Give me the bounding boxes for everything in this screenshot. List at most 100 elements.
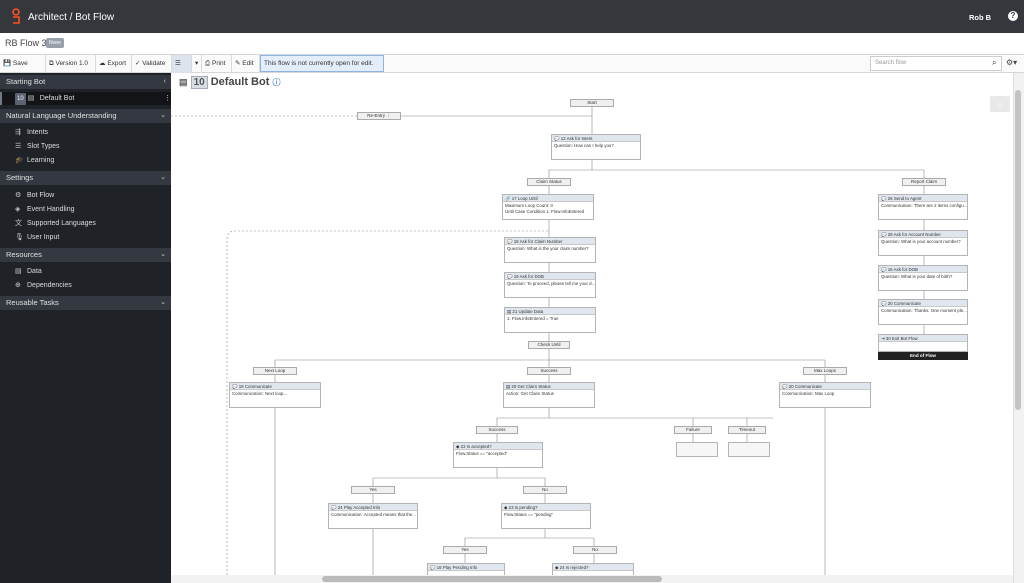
tag-icon: ◈ xyxy=(15,206,21,213)
more-vertical-icon[interactable]: ⋮ xyxy=(164,95,171,102)
edit-button[interactable]: ✎ Edit xyxy=(232,55,260,73)
info-icon: ⓘ xyxy=(272,78,281,87)
sidebar-item-event-handling[interactable]: ◈Event Handling xyxy=(15,204,74,216)
next-loop-path[interactable]: Next Loop xyxy=(253,367,297,375)
chat-icon: 💬 xyxy=(881,267,887,272)
failure-branch[interactable]: Failure xyxy=(674,426,712,434)
flow-badge: None xyxy=(46,38,64,48)
chevron-left-icon: ‹ xyxy=(163,78,166,85)
search-icon[interactable]: ⌕ xyxy=(992,58,997,67)
timeout-branch[interactable]: Timeout xyxy=(728,426,766,434)
is-pending-node[interactable]: ◆ 23 Is pending?Flow.Status == "pending" xyxy=(501,503,591,529)
view-dropdown[interactable]: ▾ xyxy=(192,55,202,73)
yes-branch-accepted[interactable]: Yes xyxy=(351,486,395,494)
no-branch-pending[interactable]: No xyxy=(573,546,617,554)
sidebar-item-default-bot[interactable] xyxy=(0,92,171,105)
chevron-down-icon: ⌄ xyxy=(160,299,166,306)
zoom-search-icon[interactable]: ⌕ xyxy=(990,96,1010,112)
chat-icon: 💬 xyxy=(881,232,887,237)
question-circle-icon[interactable]: ? xyxy=(1008,11,1018,21)
language-icon: 文 xyxy=(15,220,22,227)
breadcrumb[interactable]: Architect / Bot Flow xyxy=(28,12,115,23)
search-flow-input[interactable]: Search flow xyxy=(870,56,1002,71)
graduation-cap-icon: 🎓 xyxy=(15,157,24,164)
sidebar-header-settings[interactable]: Settings⌄ xyxy=(0,171,171,185)
microphone-icon: 🎙 xyxy=(15,234,24,241)
success-branch[interactable]: Success xyxy=(476,426,518,434)
is-rejected-node[interactable]: ◆ 24 Is rejected? xyxy=(552,563,634,575)
flow-name: RB Flow 3 xyxy=(5,38,47,48)
flow-connectors xyxy=(171,107,925,575)
chevron-down-icon: ▾ xyxy=(195,60,199,67)
decision-icon: ◆ xyxy=(456,444,460,449)
yes-branch-pending[interactable]: Yes xyxy=(443,546,487,554)
chat-icon: 💬 xyxy=(232,384,238,389)
sidebar-item-data[interactable]: ▤Data xyxy=(15,266,42,278)
gear-icon[interactable]: ⚙▾ xyxy=(1006,58,1018,67)
success-path[interactable]: Success xyxy=(527,367,571,375)
version-button[interactable]: ⧉ Version 1.0 xyxy=(46,55,96,73)
save-as-button[interactable]: 💾 Save As... xyxy=(0,55,46,85)
play-pending-info-node[interactable]: 💬 16 Play Pending Info xyxy=(427,563,505,575)
user-menu[interactable]: Rob B xyxy=(969,13,992,22)
database-icon: ▤ xyxy=(15,268,22,275)
max-loops-path[interactable]: Max Loops xyxy=(803,367,847,375)
chevron-down-icon: ⌄ xyxy=(160,174,166,181)
chat-icon: 💬 xyxy=(507,274,513,279)
chat-icon: 💬 xyxy=(331,505,337,510)
sidebar-item-intents[interactable]: ⇶Intents xyxy=(15,127,48,139)
sidebar-item-dependencies[interactable]: ⊕Dependencies xyxy=(15,280,72,292)
sidebar-header-starting-bot[interactable]: Starting Bot‹ xyxy=(0,75,171,89)
is-accepted-node[interactable]: ◆ 22 Is accepted?Flow.Status == "accepte… xyxy=(453,442,543,468)
print-button[interactable]: ⎙ Print xyxy=(202,55,232,73)
decision-icon: ◆ xyxy=(555,565,559,570)
sidebar-item-bot-flow[interactable]: ⚙Bot Flow xyxy=(15,190,54,202)
genesys-logo-icon xyxy=(12,8,20,24)
sidebar-item-user-input[interactable]: 🎙User Input xyxy=(15,232,59,244)
chat-icon: 💬 xyxy=(430,565,436,570)
chat-icon: 💬 xyxy=(507,239,513,244)
link-icon: 🔗 xyxy=(505,196,511,201)
failure-drop-zone[interactable] xyxy=(676,442,718,457)
database-icon: ▤ xyxy=(179,77,188,87)
timeout-drop-zone[interactable] xyxy=(728,442,770,457)
sidebar-item-slot-types[interactable]: ☰Slot Types xyxy=(15,141,60,153)
exit-bot-flow-node[interactable]: ⇥ 30 Exit Bot Flow xyxy=(878,334,968,352)
sidebar-item-learning[interactable]: 🎓Learning xyxy=(15,155,54,167)
sidebar-header-reusable-tasks[interactable]: Reusable Tasks⌄ xyxy=(0,296,171,310)
list-view-button[interactable]: ☰ xyxy=(172,55,192,73)
top-bar: Architect / Bot Flow Rob B ? xyxy=(0,0,1024,33)
database-icon: ▤ xyxy=(27,95,35,102)
horizontal-scroll-thumb[interactable] xyxy=(322,576,662,582)
database-icon: ▤ xyxy=(507,309,512,314)
claim-status-path[interactable]: Claim Status xyxy=(527,178,571,186)
check-until-node[interactable]: Check Until xyxy=(528,341,570,349)
vertical-scroll-thumb[interactable] xyxy=(1015,90,1021,410)
sidebar-header-resources[interactable]: Resources⌄ xyxy=(0,248,171,262)
report-claim-path[interactable]: Report Claim xyxy=(902,178,946,186)
start-node[interactable]: Start xyxy=(570,99,614,107)
more-vertical-icon[interactable]: ⋮ xyxy=(1009,77,1013,88)
sidebar-header-nlu[interactable]: Natural Language Understanding⌄ xyxy=(0,109,171,123)
export-button[interactable]: ☁ Export xyxy=(96,55,132,73)
check-icon: ✓ xyxy=(135,60,141,67)
no-branch-accepted[interactable]: No xyxy=(523,486,567,494)
reentry-node[interactable]: Re-Entry ⋮ xyxy=(357,112,401,120)
validate-button[interactable]: ✓ Validate xyxy=(132,55,172,73)
pencil-icon: ✎ xyxy=(235,60,241,67)
